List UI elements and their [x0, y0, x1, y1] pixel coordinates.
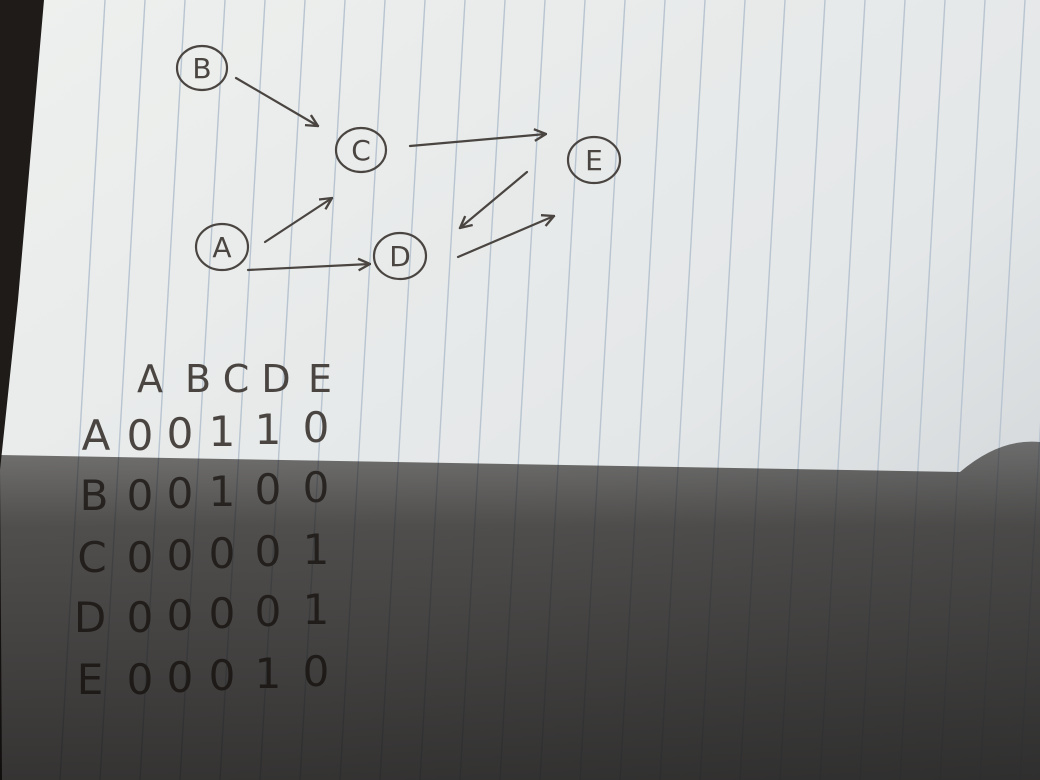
edge-d-e	[456, 216, 554, 259]
node-label: E	[585, 144, 603, 177]
matrix-col-header: A	[137, 357, 163, 401]
node-circle	[175, 44, 229, 92]
edge-c-e	[408, 134, 546, 148]
node-d: D	[372, 231, 428, 281]
node-circle	[566, 135, 622, 185]
hand-shadow	[0, 441, 1040, 780]
node-label: C	[351, 134, 371, 167]
node-circle	[194, 222, 250, 272]
matrix-cell: 0	[127, 411, 154, 460]
edge-a-d	[246, 264, 370, 270]
matrix-cell: 0	[303, 403, 330, 452]
node-label: A	[212, 231, 231, 264]
matrix-cell: 0	[167, 409, 194, 458]
graph-nodes: A B C D E	[175, 44, 622, 281]
node-circle	[372, 231, 428, 281]
matrix-col-header: E	[308, 357, 332, 401]
node-label: D	[389, 240, 411, 273]
graph-edges	[234, 76, 554, 270]
edge-a-c	[263, 198, 332, 244]
matrix-cell: 1	[255, 405, 282, 454]
matrix-row-header: A	[82, 411, 111, 460]
node-e: E	[566, 135, 622, 185]
edge-b-c	[234, 76, 318, 126]
node-circle	[334, 126, 388, 174]
node-label: B	[192, 52, 211, 85]
node-c: C	[334, 126, 388, 174]
edge-e-d	[460, 170, 529, 228]
matrix-col-header: C	[223, 357, 250, 401]
matrix-col-header: D	[261, 357, 290, 401]
matrix-col-header: B	[185, 357, 211, 401]
matrix-cell: 1	[209, 407, 236, 456]
node-b: B	[175, 44, 229, 92]
node-a: A	[194, 222, 250, 272]
